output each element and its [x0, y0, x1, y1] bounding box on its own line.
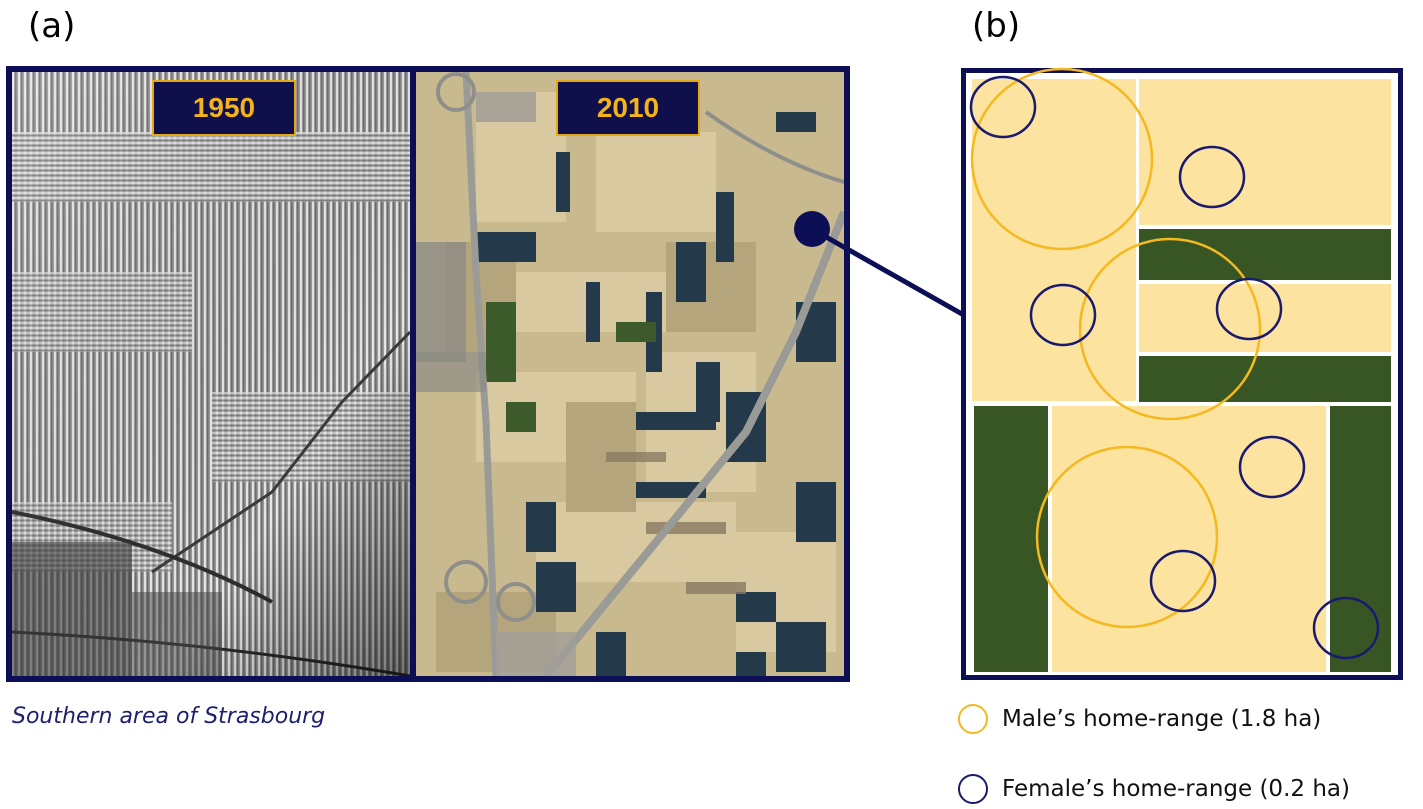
- location-marker: [794, 211, 830, 247]
- female-home-range-circle: [1215, 277, 1283, 341]
- year-badge-1950: 1950: [152, 80, 296, 136]
- field-dark: [974, 406, 1048, 672]
- field-parcels: [972, 79, 1391, 672]
- aerial-photo-1950-image: [12, 72, 410, 676]
- male-home-range-circle: [1078, 237, 1262, 421]
- legend-female-label: Female’s home-range (0.2 ha): [1002, 776, 1350, 802]
- photo-caption: Southern area of Strasbourg: [12, 704, 326, 729]
- aerial-photo-frame: 1950: [6, 66, 850, 682]
- field-dark: [1139, 356, 1391, 402]
- panel-label-a: (a): [28, 6, 76, 46]
- connector-line: [810, 226, 964, 317]
- female-home-ranges: [969, 75, 1380, 660]
- female-home-range-circle: [1029, 283, 1097, 347]
- year-badge-2010: 2010: [556, 80, 700, 136]
- male-home-range-circle: [970, 67, 1154, 251]
- field-light: [972, 79, 1136, 401]
- field-dark: [1330, 406, 1391, 672]
- female-home-range-circle: [1178, 145, 1246, 209]
- aerial-photo-2010-image: [416, 72, 844, 676]
- male-home-range-circle: [1035, 445, 1219, 629]
- legend-male-label: Male’s home-range (1.8 ha): [1002, 706, 1322, 732]
- female-home-range-circle: [969, 75, 1037, 139]
- female-home-range-circle: [1238, 435, 1306, 499]
- panel-label-b: (b): [972, 6, 1021, 46]
- field-light: [1139, 284, 1391, 352]
- field-dark: [1139, 229, 1391, 280]
- legend-male: Male’s home-range (1.8 ha): [958, 704, 1321, 734]
- male-home-ranges: [970, 67, 1262, 629]
- female-legend-icon: [958, 774, 988, 804]
- field-light: [1052, 406, 1326, 672]
- female-home-range-circle: [1312, 596, 1380, 660]
- aerial-photo-1950: 1950: [12, 72, 410, 676]
- legend-female: Female’s home-range (0.2 ha): [958, 774, 1350, 804]
- female-home-range-circle: [1149, 549, 1217, 613]
- male-legend-icon: [958, 704, 988, 734]
- aerial-photo-2010: 2010: [416, 72, 844, 676]
- field-light: [1139, 79, 1391, 225]
